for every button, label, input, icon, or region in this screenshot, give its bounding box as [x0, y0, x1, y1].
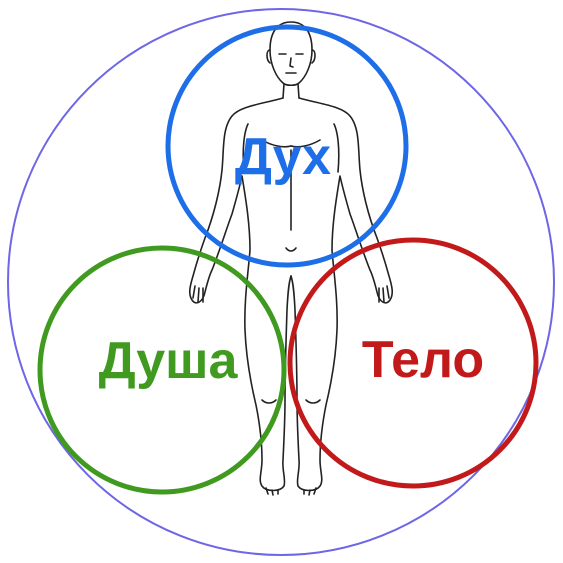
soul-label: Душа: [99, 332, 239, 390]
spirit-label: Дух: [235, 128, 331, 186]
body-label: Тело: [362, 331, 484, 389]
human-body-outline-icon: [190, 22, 392, 495]
